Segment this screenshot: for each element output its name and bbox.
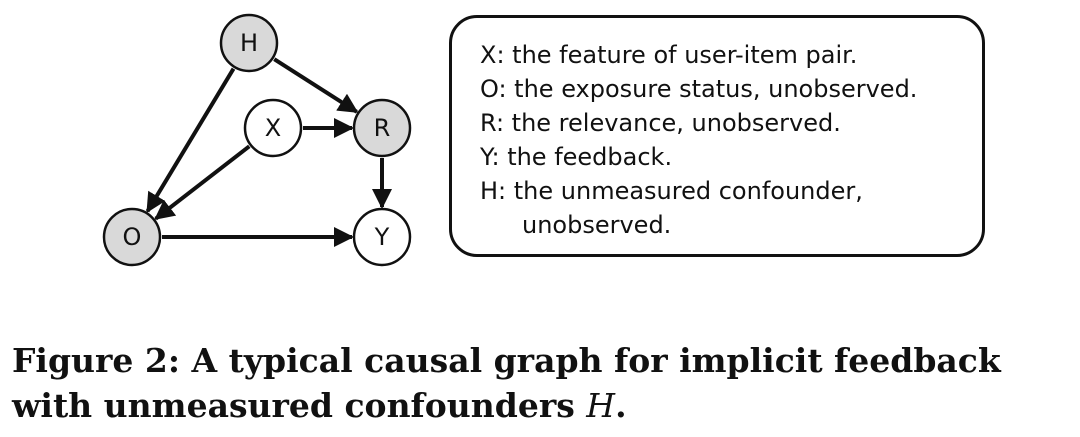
node-label: Y — [374, 223, 390, 251]
caption-variable: H — [586, 386, 616, 425]
legend-box: X: the feature of user-item pair. O: the… — [449, 15, 985, 257]
caption-end: . — [615, 386, 627, 425]
node-circle — [243, 98, 303, 158]
node-circle — [352, 207, 412, 267]
legend-lines: X: the feature of user-item pair. O: the… — [480, 38, 917, 242]
figure-caption: Figure 2: A typical causal graph for imp… — [12, 338, 1076, 428]
caption-text: Figure 2: A typical causal graph for imp… — [12, 341, 1001, 425]
node-circle — [102, 207, 162, 267]
node-o: O — [102, 207, 162, 267]
legend-line-o: O: the exposure status, unobserved. — [480, 75, 918, 103]
node-circle — [219, 13, 279, 73]
legend-line-h: H: the unmeasured confounder, — [480, 177, 863, 205]
edges — [145, 57, 392, 247]
node-circle — [352, 98, 412, 158]
node-label: O — [123, 223, 142, 251]
edge-h-to-o — [145, 67, 236, 214]
edge-x-to-o — [154, 144, 251, 221]
node-y: Y — [352, 207, 412, 267]
node-label: H — [240, 29, 258, 57]
legend-line-x: X: the feature of user-item pair. — [480, 41, 858, 69]
edge-h-to-r — [273, 57, 359, 114]
legend-line-y: Y: the feedback. — [480, 143, 673, 171]
node-x: X — [243, 98, 303, 158]
causal-graph: H X R O Y — [102, 13, 412, 267]
node-label: X — [265, 114, 281, 142]
node-h: H — [219, 13, 279, 73]
node-label: R — [374, 114, 391, 142]
node-r: R — [352, 98, 412, 158]
legend-line-h-continued: unobserved. — [522, 211, 672, 239]
legend-line-r: R: the relevance, unobserved. — [480, 109, 841, 137]
nodes: H X R O Y — [102, 13, 412, 267]
